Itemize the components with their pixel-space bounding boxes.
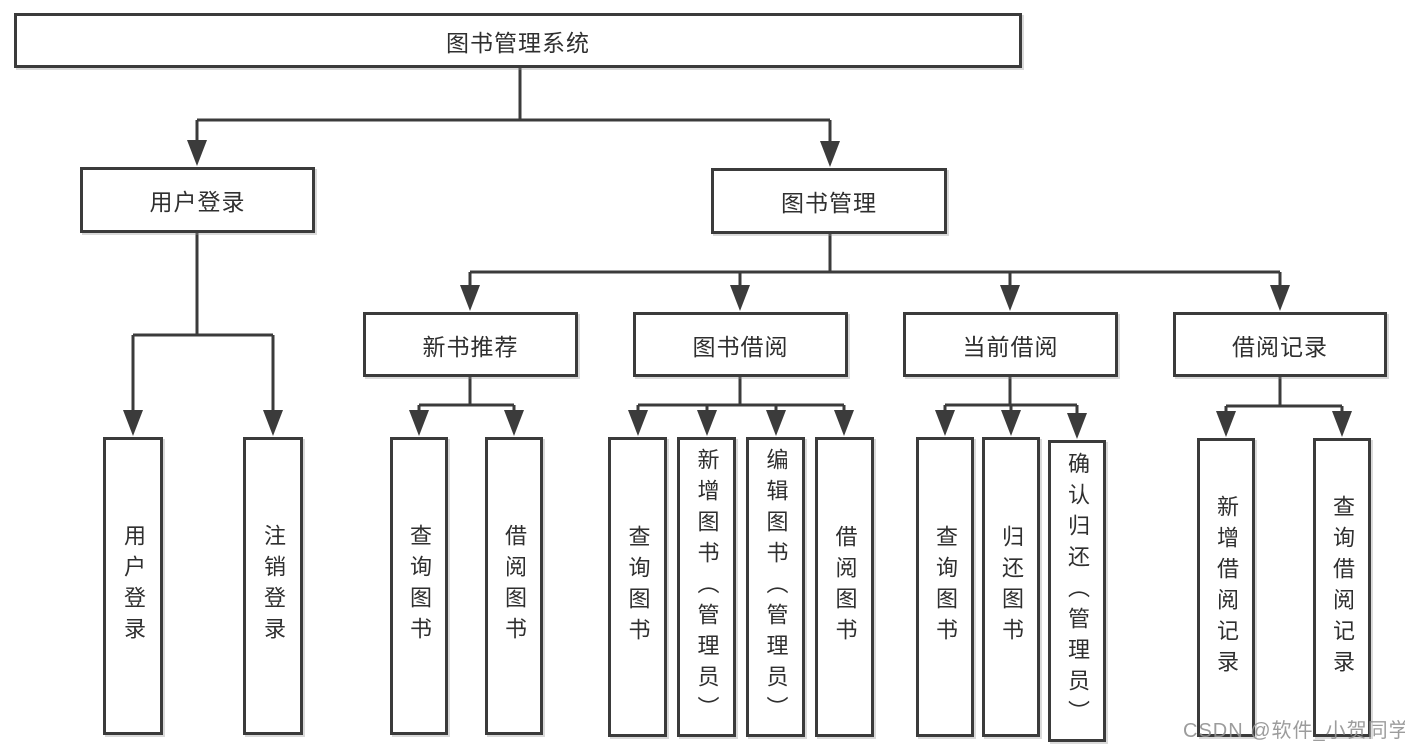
node-root: 图书管理系统 xyxy=(14,13,1022,68)
node-new-book-recommend: 新书推荐 xyxy=(363,312,578,377)
wire-book-borrow-to-leaves xyxy=(628,377,854,436)
node-borrow-record: 借阅记录 xyxy=(1173,312,1387,377)
leaf-record-add: 新增借阅记录 xyxy=(1197,438,1255,737)
leaf-label: 查询图书 xyxy=(407,524,432,648)
leaf-newbook-query: 查询图书 xyxy=(390,437,448,735)
wire-root-to-level2 xyxy=(187,68,840,167)
leaf-record-query: 查询借阅记录 xyxy=(1313,438,1371,737)
leaf-label: 注销登录 xyxy=(261,524,286,648)
wire-borrow-record-to-leaves xyxy=(1216,377,1352,437)
leaf-label: 查询图书 xyxy=(625,525,651,649)
leaf-label: 确认归还（管理员） xyxy=(1065,451,1090,731)
leaf-label: 查询图书 xyxy=(933,525,958,649)
leaf-borrow-query: 查询图书 xyxy=(608,437,667,737)
leaf-logout: 注销登录 xyxy=(243,437,303,735)
node-book-borrow: 图书借阅 xyxy=(633,312,848,377)
leaf-current-query: 查询图书 xyxy=(916,437,974,737)
wire-user-login-to-leaves xyxy=(123,233,283,436)
csdn-watermark: CSDN @软件_小贺同学 xyxy=(1183,720,1405,742)
leaf-borrow-edit-admin: 编辑图书（管理员） xyxy=(746,437,805,737)
leaf-label: 编辑图书（管理员） xyxy=(763,447,789,727)
leaf-user-login: 用户登录 xyxy=(103,437,163,735)
leaf-label: 用户登录 xyxy=(121,524,146,648)
leaf-label: 归还图书 xyxy=(999,525,1024,649)
leaf-label: 新增借阅记录 xyxy=(1214,494,1239,681)
leaf-newbook-borrow: 借阅图书 xyxy=(485,437,543,735)
leaf-label: 新增图书（管理员） xyxy=(694,447,720,727)
wire-new-book-to-leaves xyxy=(409,377,524,436)
leaf-label: 借阅图书 xyxy=(502,524,527,648)
node-current-borrow: 当前借阅 xyxy=(903,312,1118,377)
leaf-borrow-add-admin: 新增图书（管理员） xyxy=(677,437,736,737)
leaf-borrow-book: 借阅图书 xyxy=(815,437,874,737)
leaf-label: 查询借阅记录 xyxy=(1330,494,1355,681)
leaf-current-confirm-admin: 确认归还（管理员） xyxy=(1048,440,1106,742)
wire-current-borrow-to-leaves xyxy=(935,377,1087,439)
leaf-label: 借阅图书 xyxy=(832,525,858,649)
wire-book-management-to-level3 xyxy=(460,234,1290,311)
leaf-current-return: 归还图书 xyxy=(982,437,1040,737)
node-book-management: 图书管理 xyxy=(711,168,947,234)
node-user-login: 用户登录 xyxy=(80,167,315,233)
